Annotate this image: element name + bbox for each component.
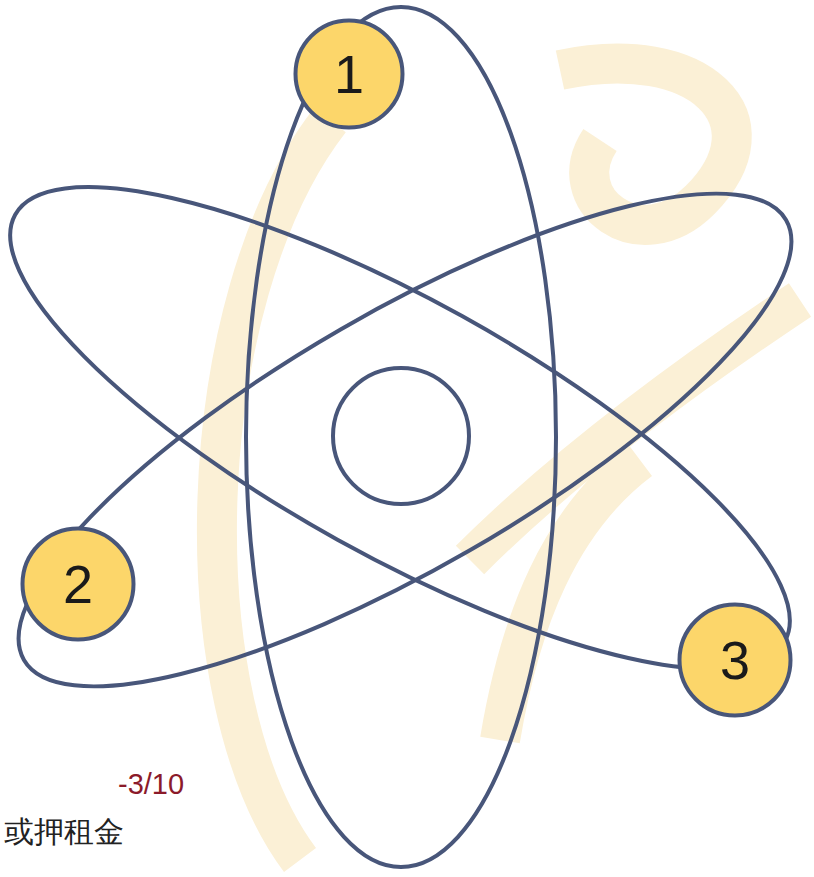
orbit-lines: [0, 7, 814, 867]
callout-number: 2: [63, 557, 93, 611]
callout-circle: 3: [677, 602, 793, 718]
callout-circle: 2: [20, 526, 136, 642]
watermark: [217, 64, 800, 860]
fraction-note: -3/10: [118, 768, 184, 801]
callout-circle: 1: [293, 18, 405, 130]
callout-number: 1: [334, 47, 364, 101]
callout-number: 3: [720, 633, 750, 687]
note-text: 或押租金: [4, 812, 124, 853]
